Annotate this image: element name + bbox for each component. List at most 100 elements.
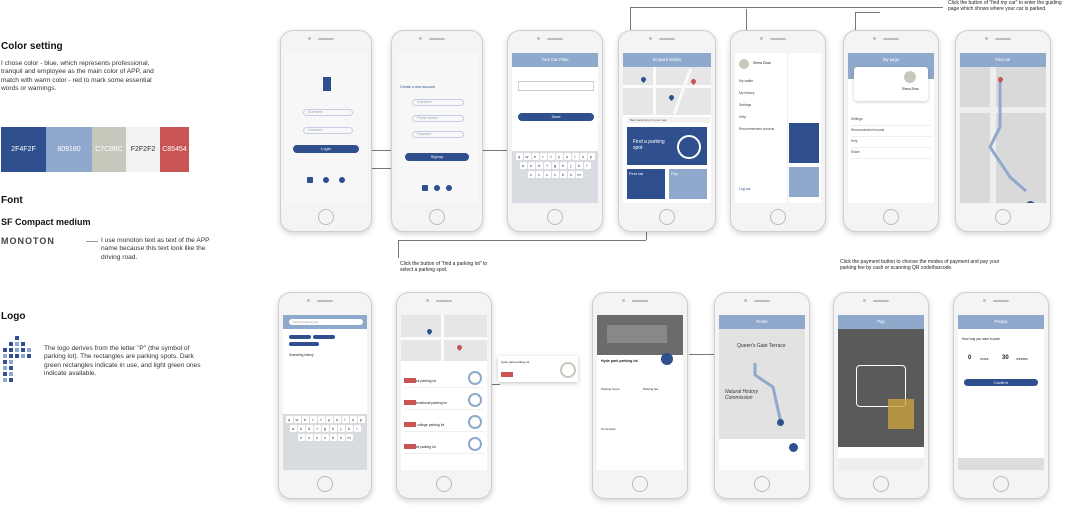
pay-tabbar[interactable] xyxy=(958,458,1044,470)
parking-lot-list-item[interactable]: Park international parking lot xyxy=(404,391,484,410)
key[interactable]: v xyxy=(551,171,559,178)
save-button[interactable]: Save xyxy=(518,113,594,121)
map-view[interactable]: Queen's Gate Terrace Natural History Com… xyxy=(719,329,805,439)
key[interactable]: t xyxy=(547,153,555,160)
key[interactable]: c xyxy=(543,171,551,178)
key[interactable]: i xyxy=(571,153,579,160)
search-input[interactable]: Search parking lots xyxy=(289,319,363,325)
key[interactable]: x xyxy=(305,434,313,441)
key[interactable]: h xyxy=(329,425,337,432)
key[interactable]: l xyxy=(353,425,361,432)
phone-field[interactable]: Phone number xyxy=(412,115,464,122)
map-view[interactable] xyxy=(401,315,487,361)
instagram-icon[interactable] xyxy=(307,177,313,183)
key[interactable]: x xyxy=(535,171,543,178)
twitter-icon[interactable] xyxy=(339,177,345,183)
menu-item[interactable]: Settings xyxy=(739,103,752,107)
find-parking-spot-button[interactable] xyxy=(789,123,819,163)
key[interactable]: r xyxy=(309,416,317,423)
plate-input[interactable] xyxy=(518,81,594,91)
settings-list-item[interactable]: Recommended records xyxy=(851,128,931,137)
key[interactable]: o xyxy=(579,153,587,160)
key[interactable]: j xyxy=(337,425,345,432)
username-field[interactable]: Username xyxy=(412,99,464,106)
map-view[interactable] xyxy=(623,67,711,115)
signup-button[interactable]: Signup xyxy=(405,153,469,161)
parking-lot-list-item[interactable]: Hyde park parking lot xyxy=(404,369,484,388)
key[interactable]: n xyxy=(567,171,575,178)
search-bar[interactable]: Best parking lot in your way xyxy=(627,117,710,123)
key[interactable]: a xyxy=(519,162,527,169)
key[interactable]: v xyxy=(321,434,329,441)
pay-button[interactable] xyxy=(789,167,819,197)
key[interactable]: b xyxy=(559,171,567,178)
key[interactable]: i xyxy=(341,416,349,423)
key[interactable]: s xyxy=(297,425,305,432)
minutes-value[interactable]: 30 xyxy=(1002,355,1009,361)
find-parking-spot-button[interactable]: Find a parking spot xyxy=(627,127,707,165)
key[interactable]: k xyxy=(575,162,583,169)
key[interactable]: j xyxy=(567,162,575,169)
parking-lot-popup[interactable]: Hyde park parking lot xyxy=(498,356,578,382)
username-field[interactable]: Username xyxy=(303,109,353,116)
key[interactable]: g xyxy=(321,425,329,432)
key[interactable]: d xyxy=(535,162,543,169)
key[interactable]: a xyxy=(289,425,297,432)
key[interactable]: m xyxy=(575,171,583,178)
key[interactable]: u xyxy=(563,153,571,160)
key[interactable]: t xyxy=(317,416,325,423)
menu-item[interactable]: Help xyxy=(739,115,746,119)
tag-chip[interactable] xyxy=(289,335,311,339)
facebook-icon[interactable] xyxy=(323,177,329,183)
key[interactable]: m xyxy=(345,434,353,441)
logout-link[interactable]: Log out xyxy=(739,187,751,191)
key[interactable]: z xyxy=(527,171,535,178)
key[interactable]: b xyxy=(329,434,337,441)
key[interactable]: e xyxy=(301,416,309,423)
key[interactable]: z xyxy=(297,434,305,441)
menu-item[interactable]: Recommended records xyxy=(739,127,775,131)
menu-item[interactable]: My history xyxy=(739,91,755,95)
tag-chip[interactable] xyxy=(313,335,335,339)
instagram-icon[interactable] xyxy=(422,185,428,191)
pay-button[interactable]: Pay xyxy=(669,169,707,199)
navigate-icon[interactable] xyxy=(1026,201,1035,203)
key[interactable]: u xyxy=(333,416,341,423)
login-button[interactable]: Login xyxy=(293,145,359,153)
password-field[interactable]: Password xyxy=(412,131,464,138)
key[interactable]: l xyxy=(583,162,591,169)
menu-item[interactable]: My wallet xyxy=(739,79,754,83)
key[interactable]: r xyxy=(539,153,547,160)
key[interactable]: p xyxy=(357,416,365,423)
key[interactable]: h xyxy=(559,162,567,169)
key[interactable]: y xyxy=(325,416,333,423)
key[interactable]: o xyxy=(349,416,357,423)
pay-tabbar[interactable] xyxy=(838,458,924,470)
settings-list-item[interactable]: Share xyxy=(851,150,931,159)
facebook-icon[interactable] xyxy=(434,185,440,191)
key[interactable]: w xyxy=(293,416,301,423)
key[interactable]: q xyxy=(285,416,293,423)
key[interactable]: f xyxy=(313,425,321,432)
key[interactable]: s xyxy=(527,162,535,169)
key[interactable]: d xyxy=(305,425,313,432)
key[interactable]: g xyxy=(551,162,559,169)
confirm-button[interactable]: Confirm xyxy=(964,379,1038,386)
key[interactable]: f xyxy=(543,162,551,169)
settings-list-item[interactable]: Settings xyxy=(851,117,931,126)
parking-lot-list-item[interactable]: Imperial college parking lot xyxy=(404,413,484,432)
key[interactable]: c xyxy=(313,434,321,441)
twitter-icon[interactable] xyxy=(446,185,452,191)
parking-lot-list-item[interactable]: Music hall parking lot xyxy=(404,435,484,454)
key[interactable]: n xyxy=(337,434,345,441)
navigate-icon[interactable] xyxy=(661,353,673,365)
hours-value[interactable]: 0 xyxy=(968,355,972,361)
settings-list-item[interactable]: Help xyxy=(851,139,931,148)
key[interactable]: e xyxy=(531,153,539,160)
navigate-icon[interactable] xyxy=(789,443,798,452)
key[interactable]: p xyxy=(587,153,595,160)
key[interactable]: w xyxy=(523,153,531,160)
password-field[interactable]: Password xyxy=(303,127,353,134)
